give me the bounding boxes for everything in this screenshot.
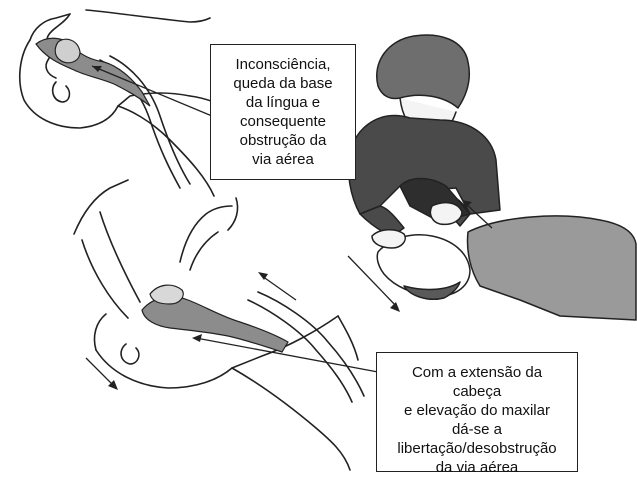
- label-desobstruction: Com a extensão da cabeça e elevação do m…: [376, 352, 578, 472]
- figure-rescuer: [348, 35, 500, 236]
- arrow-icon: [390, 302, 400, 312]
- label-line: obstrução da: [211, 131, 355, 150]
- label-line: queda da base: [211, 74, 355, 93]
- label-line: dá-se a: [377, 420, 577, 439]
- tongue: [55, 39, 80, 63]
- motion-arrow-lower: [86, 358, 114, 386]
- label-line: consequente: [211, 112, 355, 131]
- label-line: e elevação do maxilar: [377, 401, 577, 420]
- label-obstruction: Inconsciência, queda da base da língua e…: [210, 44, 356, 180]
- label-line: libertação/desobstrução: [377, 439, 577, 458]
- airway-open: [142, 297, 288, 352]
- label-line: da via aérea: [377, 458, 577, 477]
- arrow-icon: [192, 334, 202, 342]
- label-line: Inconsciência,: [211, 55, 355, 74]
- label-line: Com a extensão da: [377, 363, 577, 382]
- pointer-line-top: [92, 66, 212, 116]
- label-line: via aérea: [211, 150, 355, 169]
- label-line: da língua e: [211, 93, 355, 112]
- figure-patient-ground: [372, 203, 636, 320]
- label-line: cabeça: [377, 382, 577, 401]
- nose-mouth: [150, 285, 183, 304]
